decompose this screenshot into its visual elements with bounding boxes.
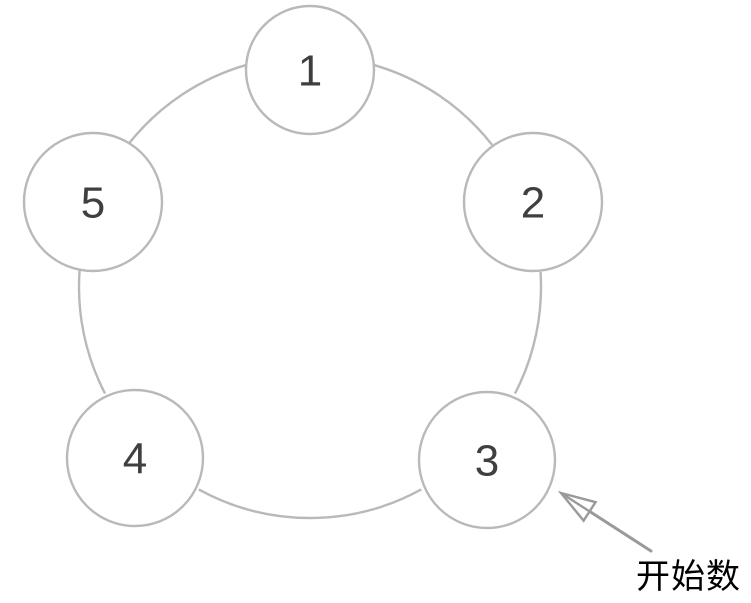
node-circle-2[interactable]	[462, 131, 604, 273]
ring-arcs	[77, 63, 543, 520]
ring-arc-2-to-3	[513, 271, 543, 395]
ring-arc-1-to-2	[372, 63, 494, 146]
ring-arc-4-to-5	[77, 269, 107, 395]
ring-arc-3-to-4	[198, 488, 422, 520]
annotation-label: 开始数	[636, 557, 741, 597]
arrow-shaft	[588, 509, 653, 553]
node-label-2: 2	[521, 179, 545, 228]
node-circle-1[interactable]	[244, 4, 376, 136]
node-2[interactable]: 2	[462, 131, 604, 273]
annotation-arrow	[557, 490, 653, 553]
node-4[interactable]: 4	[65, 388, 205, 528]
node-5[interactable]: 5	[22, 131, 164, 273]
node-circle-3[interactable]	[417, 390, 557, 530]
node-3[interactable]: 3	[417, 390, 557, 530]
node-label-3: 3	[475, 437, 499, 486]
node-1[interactable]: 1	[244, 4, 376, 136]
ring-arc-5-to-1	[128, 63, 248, 144]
nodes-group: 1 2 3 4 5	[22, 4, 604, 530]
arrow-head-icon	[557, 490, 598, 523]
node-label-4: 4	[123, 435, 147, 484]
node-circle-5[interactable]	[22, 131, 164, 273]
node-label-1: 1	[298, 47, 322, 96]
node-circle-4[interactable]	[65, 388, 205, 528]
node-label-5: 5	[81, 179, 105, 228]
